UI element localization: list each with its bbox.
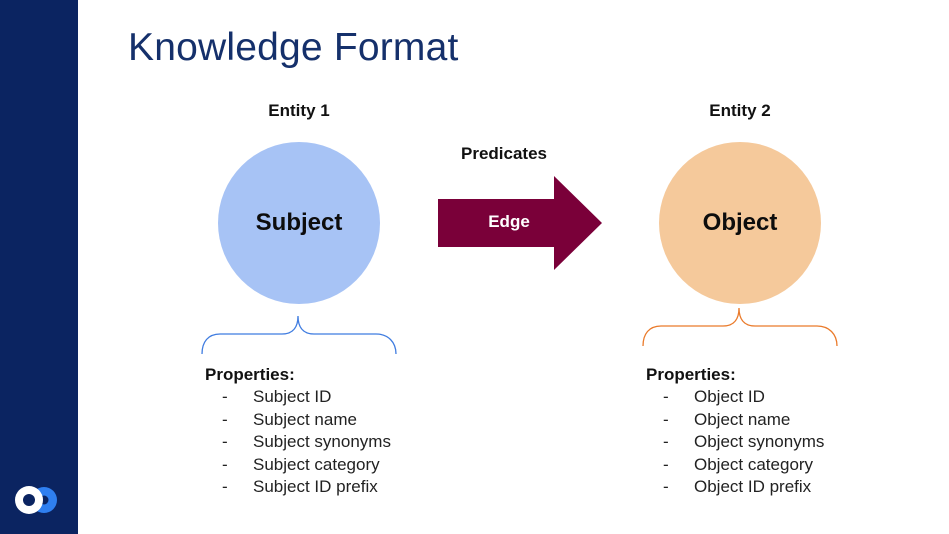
list-item: - Subject name — [205, 409, 391, 432]
slide-title: Knowledge Format — [128, 26, 459, 69]
property-text: Object ID prefix — [694, 477, 812, 496]
bullet-dash: - — [663, 477, 669, 496]
property-text: Subject ID — [253, 387, 332, 406]
subject-node: Subject — [218, 142, 380, 304]
property-text: Object synonyms — [694, 432, 825, 451]
property-text: Subject name — [253, 409, 357, 429]
property-text: Subject synonyms — [253, 432, 391, 451]
property-text: Subject category — [253, 454, 380, 474]
property-text: Object ID — [694, 387, 765, 406]
bullet-dash: - — [222, 454, 228, 474]
bullet-dash: - — [222, 387, 228, 406]
list-item: - Subject ID prefix — [205, 476, 391, 499]
bullet-dash: - — [663, 409, 669, 429]
edge-arrow — [438, 176, 602, 270]
list-item: - Subject ID — [205, 386, 391, 409]
entity-1-label: Entity 1 — [268, 101, 330, 120]
subject-properties-list: - Subject ID - Subject name - Subject synon… — [205, 386, 391, 499]
entity-2-label: Entity 2 — [709, 101, 771, 120]
object-properties-brace — [642, 307, 838, 346]
list-item: - Object synonyms — [646, 431, 824, 454]
list-item: - Subject category — [205, 454, 391, 477]
list-item: - Object category — [646, 454, 824, 477]
object-node: Object — [659, 142, 821, 304]
list-item: - Subject synonyms — [205, 431, 391, 454]
bullet-dash: - — [222, 432, 228, 451]
bullet-dash: - — [663, 387, 669, 406]
edge-label: Edge — [488, 212, 530, 231]
subject-properties: Properties: - Subject ID - Subject name - S… — [205, 364, 391, 499]
bullet-dash: - — [222, 477, 228, 496]
object-node-label: Object — [702, 209, 778, 236]
property-text: Subject ID prefix — [253, 477, 378, 496]
subject-properties-title: Properties: — [205, 365, 295, 384]
subject-node-label: Subject — [255, 209, 343, 236]
list-item: - Object ID prefix — [646, 476, 824, 499]
list-item: - Object name — [646, 409, 824, 432]
object-properties-list: - Object ID - Object name - Object synonyms… — [646, 386, 824, 499]
predicates-label: Predicates — [461, 144, 547, 163]
sidebar-band — [0, 0, 78, 534]
infinity-loop-logo — [15, 486, 57, 514]
object-properties: Properties: - Object ID - Object name - Obj… — [646, 364, 824, 499]
bullet-dash: - — [663, 454, 669, 474]
property-text: Object name — [694, 409, 791, 429]
list-item: - Object ID — [646, 386, 824, 409]
property-text: Object category — [694, 454, 814, 474]
bullet-dash: - — [222, 409, 228, 429]
subject-properties-brace — [201, 315, 397, 354]
object-properties-title: Properties: — [646, 365, 736, 384]
bullet-dash: - — [663, 432, 669, 451]
